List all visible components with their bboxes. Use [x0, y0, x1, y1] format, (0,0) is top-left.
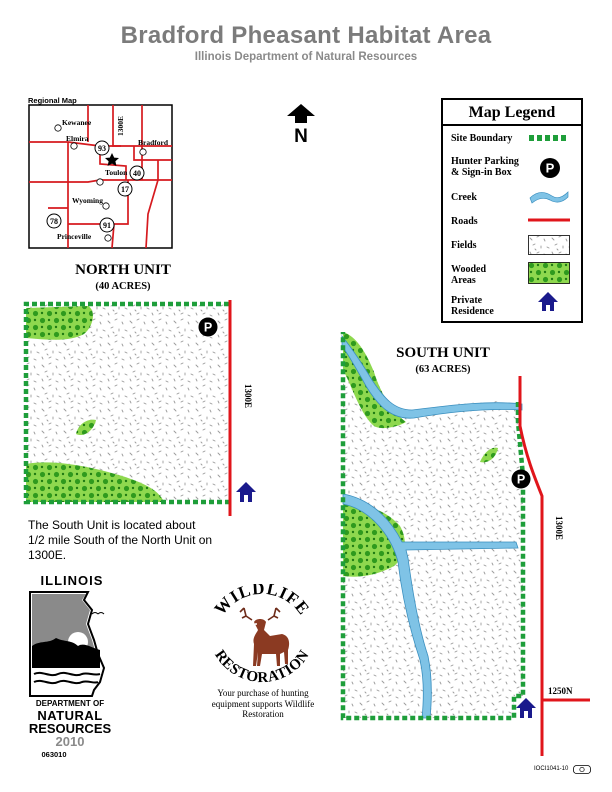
south-woods-patch [480, 447, 498, 463]
document-code: IOCI1041-10 [534, 766, 569, 772]
north-parking-icon [198, 317, 218, 337]
town-wyoming: Wyoming [72, 196, 103, 205]
idnr-code: 063010 [41, 750, 67, 759]
route-17: 17 [121, 185, 129, 194]
north-woods-top [26, 306, 93, 340]
recycle-icon [573, 765, 591, 774]
south-parking-icon [511, 469, 531, 489]
map-subtitle: Illinois Department of Natural Resources [194, 51, 418, 63]
parking-icon: P [540, 158, 560, 178]
south-unit-map: 1300E 1250N P [340, 332, 590, 756]
south-road-1300e [518, 376, 544, 756]
route-93: 93 [98, 144, 106, 153]
idnr-logo-icon [29, 591, 106, 697]
route-40: 40 [133, 169, 141, 178]
north-unit-map: 1300E P [23, 300, 256, 516]
north-arrow-icon: N [287, 104, 315, 144]
north-site-boundary [23, 301, 230, 505]
south-woods-northwest [343, 332, 406, 429]
town-toulon: Toulon [105, 168, 128, 177]
idnr-state: ILLINOIS [40, 573, 104, 588]
south-creek-north [341, 334, 523, 419]
wildlife-word: WILDLIFE [211, 584, 314, 619]
north-residence-icon [236, 482, 256, 502]
legend-site-boundary-label: Site Boundary [451, 133, 513, 144]
wooded-icon [528, 262, 570, 284]
north-unit-name: NORTH UNIT [75, 262, 171, 278]
town-bradford: Bradford [138, 138, 169, 147]
map-title: Bradford Pheasant Habitat Area [120, 22, 492, 49]
idnr-line3: RESOURCES [28, 721, 112, 736]
regional-map: Kewanee Elmira Bradford Toulon Wyoming P… [28, 104, 173, 249]
north-woods-patch [76, 419, 96, 436]
south-unit-name: SOUTH UNIT [396, 345, 490, 361]
south-site-boundary [340, 332, 526, 721]
town-elmira: Elmira [66, 134, 89, 143]
fields-icon [528, 235, 570, 255]
legend-creek-label: Creek [451, 192, 477, 203]
legend-fields-label: Fields [451, 240, 477, 251]
wildlife-restoration-logo: WILDLIFE RESTORATION [211, 584, 314, 686]
route-78: 78 [50, 217, 58, 226]
idnr-line2: NATURAL [37, 708, 103, 723]
deer-icon [239, 607, 290, 666]
creek-icon [529, 191, 569, 204]
legend-residence-label: Private Residence [451, 295, 494, 317]
legend-title: Map Legend [468, 104, 556, 121]
regional-road-label: 1300E [116, 116, 125, 136]
svg-text:P: P [546, 161, 555, 176]
south-road-label-2: 1250N [548, 686, 573, 696]
north-unit-acres: (40 ACRES) [95, 281, 151, 292]
map-legend [441, 98, 583, 323]
route-91: 91 [103, 221, 111, 230]
svg-text:P: P [517, 473, 525, 487]
north-arrow-label: N [294, 126, 308, 144]
wildlife-caption: Your purchase of hunting equipment suppo… [211, 688, 315, 719]
idnr-line1: DEPARTMENT OF [35, 699, 105, 708]
north-woods-bottom [26, 462, 164, 502]
south-residence-icon [516, 698, 536, 718]
legend-wooded-label: Wooded Areas [451, 264, 487, 286]
legend-parking-label: Hunter Parking & Sign-in Box [451, 156, 519, 178]
svg-text:P: P [204, 321, 212, 335]
idnr-year: 2010 [55, 734, 85, 749]
house-icon [538, 292, 558, 311]
town-kewanee: Kewanee [62, 118, 92, 127]
site-boundary-icon [529, 135, 569, 141]
town-princeville: Princeville [57, 232, 92, 241]
south-road-label: 1300E [554, 516, 564, 540]
legend-roads-label: Roads [451, 216, 478, 227]
south-woods-west [343, 502, 405, 577]
regional-map-title: Regional Map [28, 96, 77, 105]
road-icon [528, 218, 570, 222]
north-road-label: 1300E [243, 384, 253, 408]
star-icon [105, 153, 119, 166]
south-unit-acres: (63 ACRES) [415, 364, 471, 375]
south-unit-note: The South Unit is located about 1/2 mile… [28, 518, 213, 562]
